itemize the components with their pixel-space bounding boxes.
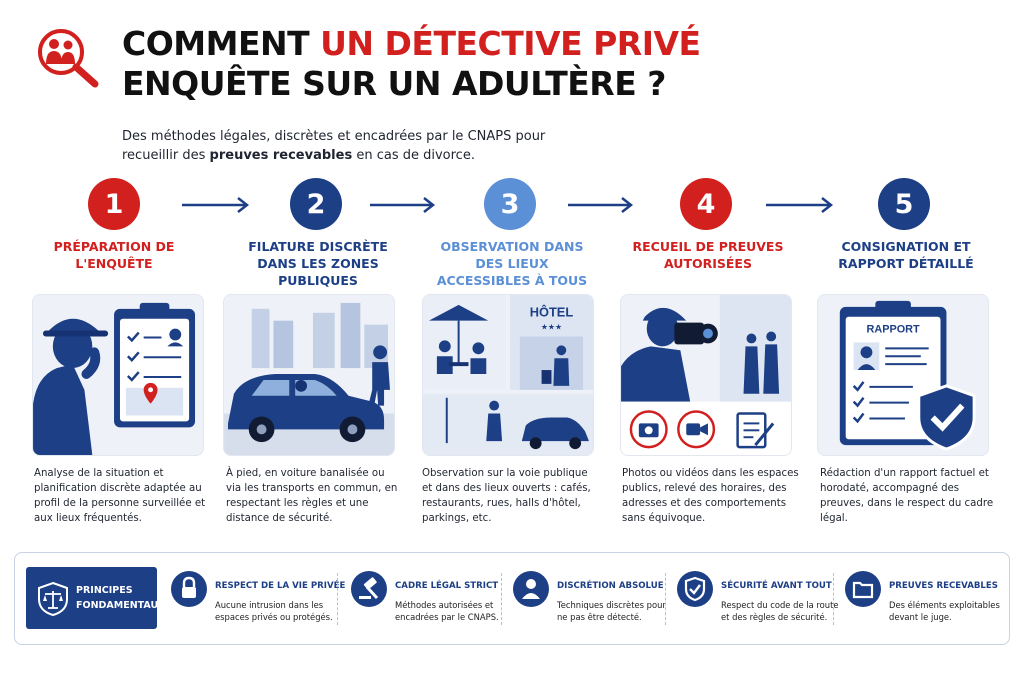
divider [501, 573, 502, 625]
principle-text: Aucune intrusion dans les espaces privés… [215, 600, 333, 622]
subtitle: Des méthodes légales, discrètes et encad… [122, 127, 592, 165]
lock-icon [171, 571, 207, 607]
step-3-illustration: HÔTEL ★★★ [422, 294, 594, 456]
title-red-part: UN DÉTECTIVE PRIVÉ [320, 24, 701, 63]
divider [337, 573, 338, 625]
principle-title: PREUVES RECEVABLES [889, 581, 998, 591]
step-1-description: Analyse de la situation et planification… [34, 468, 206, 524]
principles-badge: PRINCIPES FONDAMENTAUX [26, 567, 166, 629]
hotel-sign: HÔTEL [530, 305, 574, 320]
page-title: COMMENT UN DÉTECTIVE PRIVÉ ENQUÊTE SUR U… [122, 24, 701, 104]
shield-scales-icon [38, 581, 68, 617]
step-2-number: 2 [290, 178, 342, 230]
step-2-description: À pied, en voiture banalisée ou via les … [226, 468, 398, 524]
principles-panel: PRINCIPES FONDAMENTAUX RESPECT DE LA VIE … [14, 552, 1010, 645]
principle-title: DISCRÉTION ABSOLUE [557, 581, 664, 591]
step-5-illustration: RAPPORT [817, 294, 989, 456]
divider [833, 573, 834, 625]
shield-check-icon [677, 571, 713, 607]
divider [665, 573, 666, 625]
principle-text: Des éléments exploitables devant le juge… [889, 600, 1000, 622]
gavel-icon [351, 571, 387, 607]
step-1-illustration [32, 294, 204, 456]
subtitle-text: Des méthodes légales, discrètes et encad… [122, 129, 546, 163]
arrow-right-icon [370, 197, 436, 213]
step-5-number: 5 [878, 178, 930, 230]
step-4-title: RECUEIL DE PREUVES AUTORISÉES [632, 239, 784, 271]
step-2-title: FILATURE DISCRÈTE DANS LES ZONES PUBLIQU… [248, 239, 388, 288]
step-3-title: OBSERVATION DANS DES LIEUX ACCESSIBLES À… [436, 239, 588, 288]
hotel-stars: ★★★ [541, 323, 562, 332]
badge-line-1: PRINCIPES [76, 585, 133, 596]
step-1-number: 1 [88, 178, 140, 230]
step-5-description: Rédaction d'un rapport factuel et horoda… [820, 468, 994, 524]
principle-text: Techniques discrètes pour ne pas être dé… [557, 600, 666, 622]
arrow-right-icon [766, 197, 834, 213]
step-4-illustration [620, 294, 792, 456]
principle-title: RESPECT DE LA VIE PRIVÉE [215, 581, 346, 591]
title-dark-part: COMMENT [122, 24, 310, 63]
badge-line-2: FONDAMENTAUX [76, 600, 166, 611]
principle-title: SÉCURITÉ AVANT TOUT [721, 581, 832, 591]
report-label: RAPPORT [867, 324, 920, 336]
principle-title: CADRE LÉGAL STRICT [395, 581, 499, 591]
person-icon [513, 571, 549, 607]
folder-icon [845, 571, 881, 607]
step-2-illustration [223, 294, 395, 456]
title-line-2: ENQUÊTE SUR UN ADULTÈRE ? [122, 64, 666, 103]
step-4-number: 4 [680, 178, 732, 230]
logo [33, 24, 105, 90]
step-5-title: CONSIGNATION ET RAPPORT DÉTAILLÉ [838, 239, 974, 271]
principle-text: Méthodes autorisées et encadrées par le … [395, 600, 499, 622]
arrow-right-icon [568, 197, 634, 213]
step-3-number: 3 [484, 178, 536, 230]
step-3-description: Observation sur la voie publique et dans… [422, 468, 591, 524]
step-1-title: PRÉPARATION DE L'ENQUÊTE [53, 239, 175, 271]
subtitle-end: en cas de divorce. [352, 148, 475, 163]
principle-text: Respect du code de la route et des règle… [721, 600, 839, 622]
arrow-right-icon [182, 197, 250, 213]
subtitle-bold: preuves recevables [209, 148, 353, 163]
step-4-description: Photos ou vidéos dans les espaces public… [622, 468, 799, 524]
magnifier-couple-icon [38, 29, 99, 88]
